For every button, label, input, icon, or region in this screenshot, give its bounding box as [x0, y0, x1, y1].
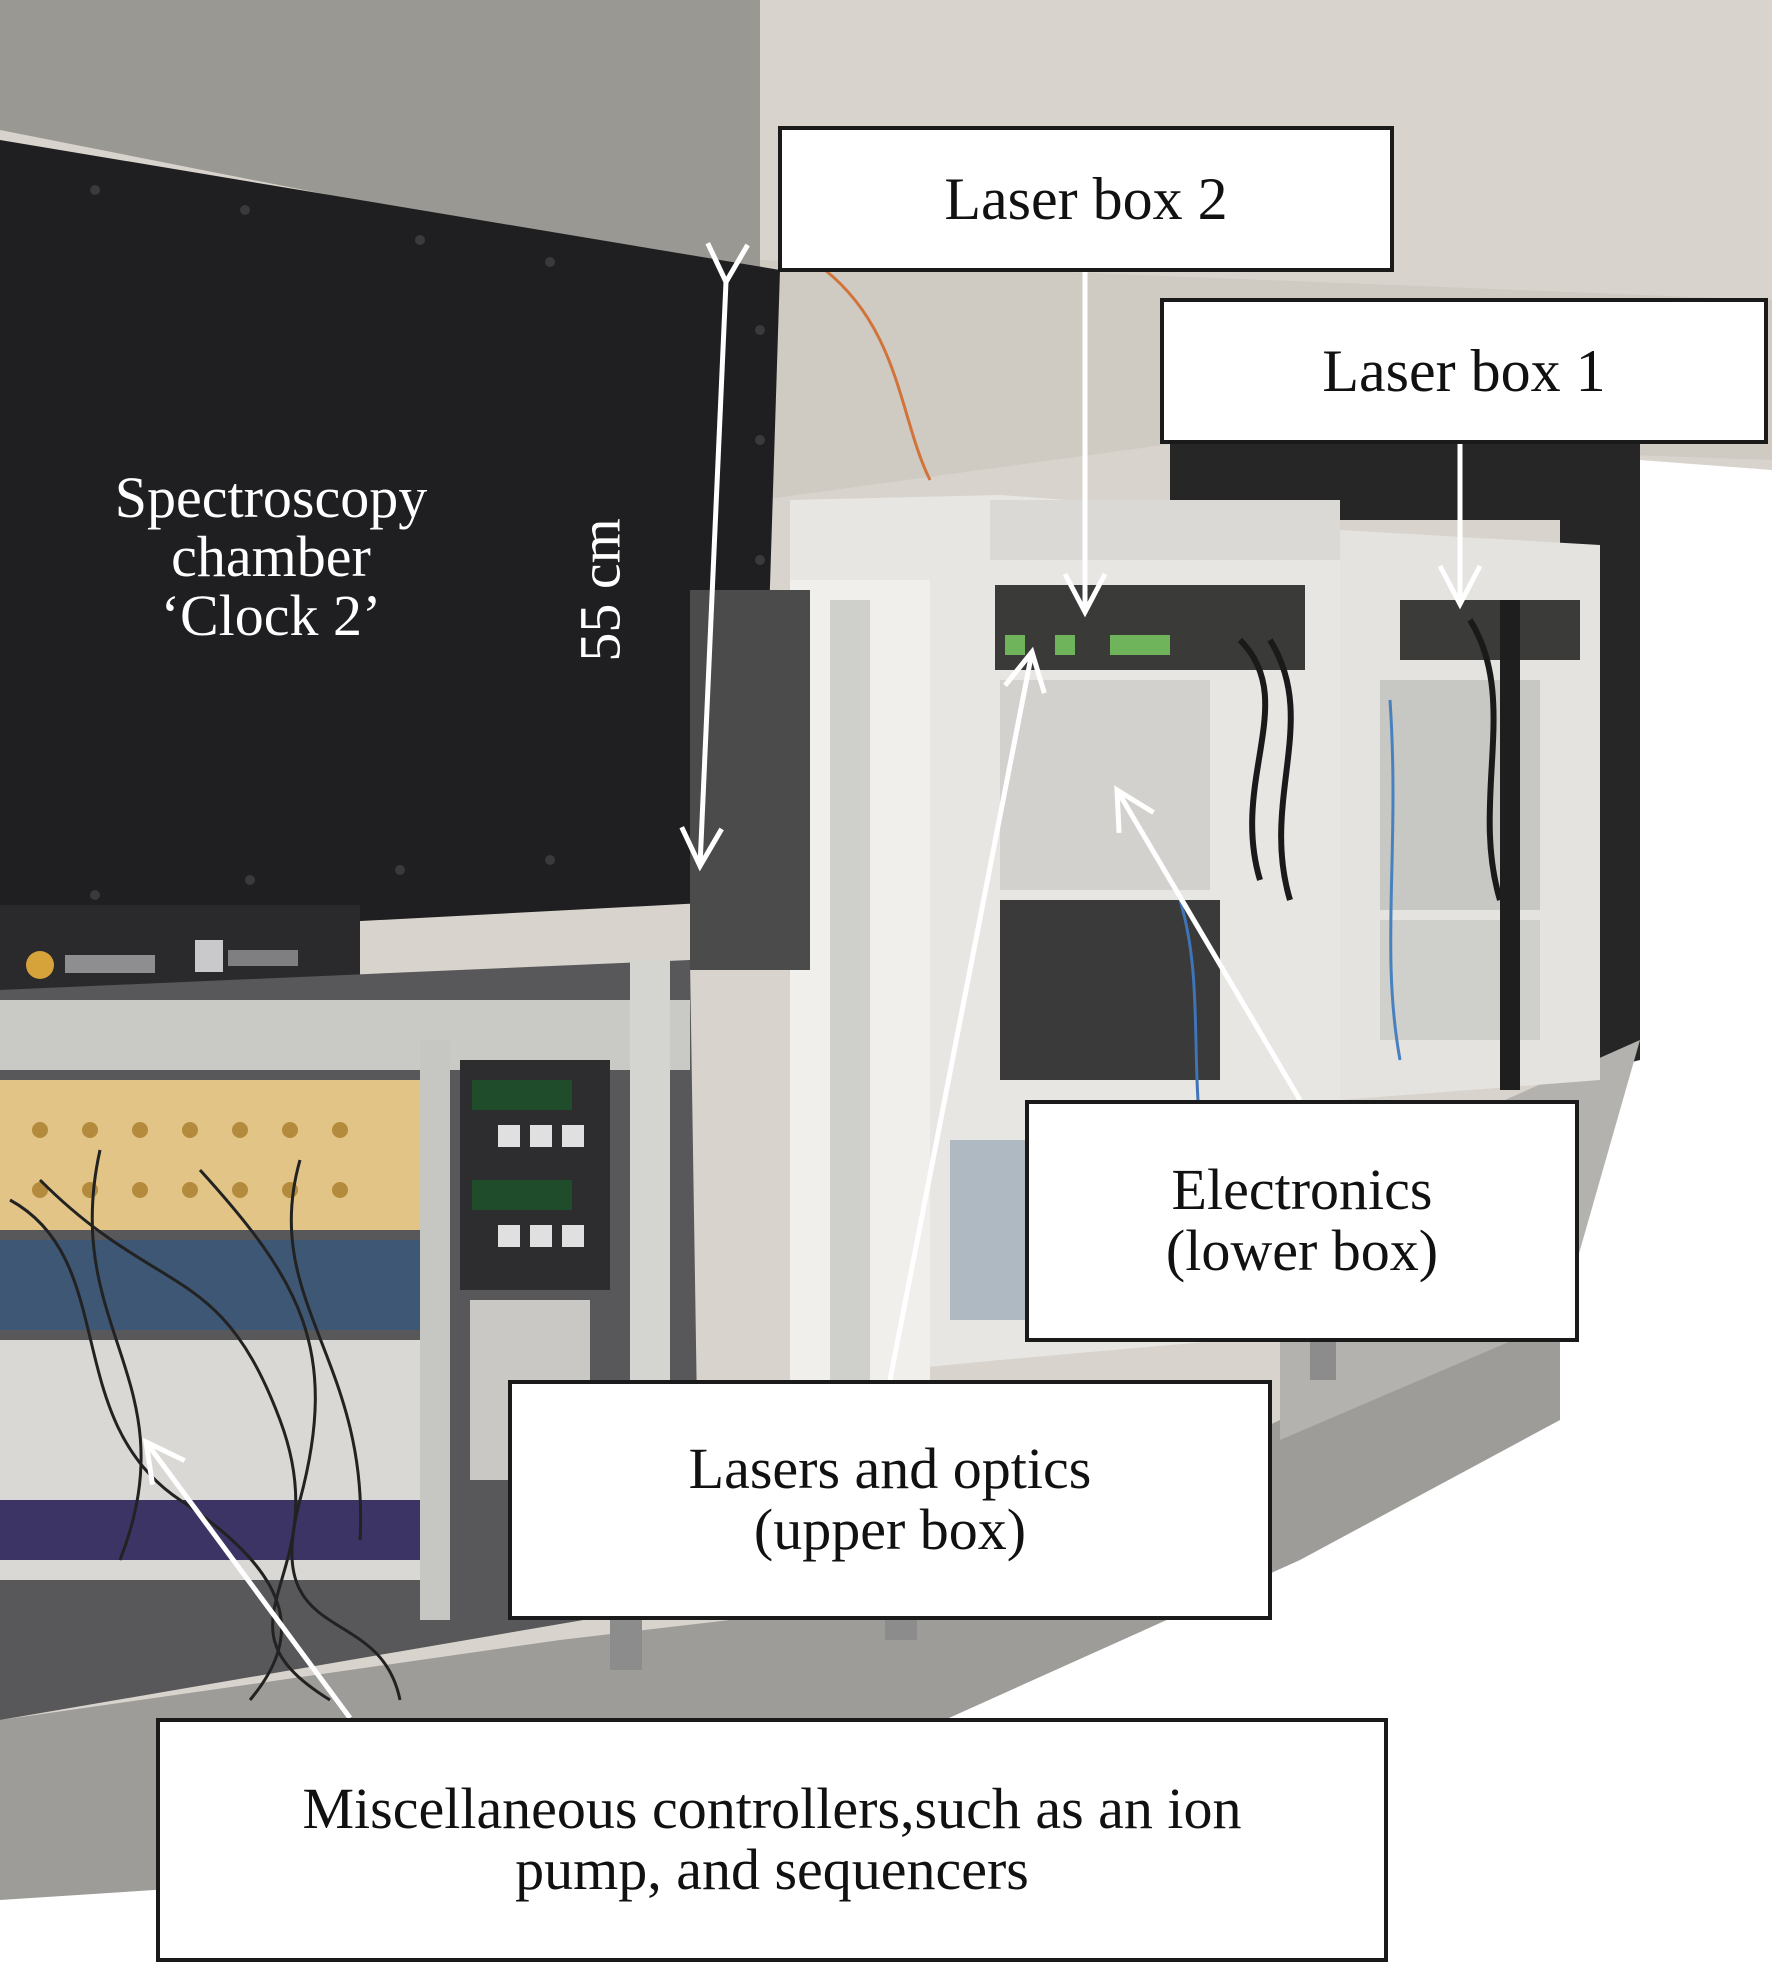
misc-line1: Miscellaneous controllers,such as an ion [302, 1776, 1242, 1842]
electronics-label: Electronics (lower box) [1025, 1100, 1579, 1342]
chamber-label: Spectroscopy chamber ‘Clock 2’ [86, 465, 456, 649]
laser-box-1-label: Laser box 1 [1160, 298, 1768, 444]
laser-box-2-text: Laser box 2 [944, 165, 1228, 232]
chamber-label-line1: Spectroscopy [114, 465, 428, 530]
laser-box-1-text: Laser box 1 [1322, 337, 1606, 404]
lasers-optics-label: Lasers and optics (upper box) [508, 1380, 1272, 1620]
laser-box-2-label: Laser box 2 [778, 126, 1394, 272]
dimension-arrow [679, 242, 750, 872]
chamber-panel [0, 140, 780, 940]
electronics-line1: Electronics [1171, 1157, 1433, 1223]
electronics-line2: (lower box) [1165, 1218, 1439, 1283]
misc-line2: pump, and sequencers [515, 1837, 1029, 1902]
lasers-optics-line1: Lasers and optics [688, 1436, 1092, 1502]
chamber-label-line2: chamber [171, 524, 371, 590]
lasers-optics-line2: (upper box) [753, 1497, 1027, 1562]
misc-controllers-label: Miscellaneous controllers,such as an ion… [156, 1718, 1388, 1962]
chamber-label-line3: ‘Clock 2’ [160, 583, 382, 649]
dimension-label: 55 cm [567, 518, 633, 662]
